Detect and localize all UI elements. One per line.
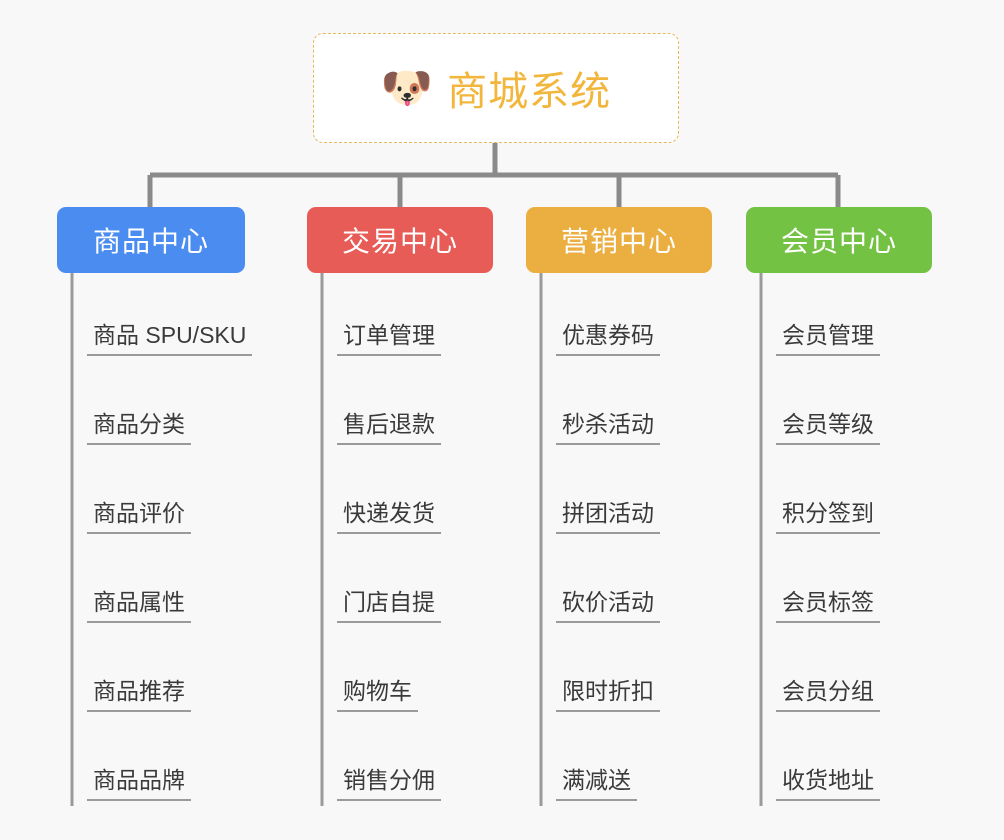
list-item[interactable]: 售后退款: [307, 362, 493, 451]
list-item[interactable]: 满减送: [526, 718, 712, 807]
leaf-label: 购物车: [337, 672, 418, 712]
leaf-list-3: 会员管理 会员等级 积分签到 会员标签 会员分组 收货地址: [746, 273, 932, 807]
list-item[interactable]: 销售分佣: [307, 718, 493, 807]
list-item[interactable]: 会员管理: [746, 273, 932, 362]
leaf-label: 快递发货: [337, 494, 441, 534]
leaf-label: 会员分组: [776, 672, 880, 712]
leaf-label: 会员等级: [776, 405, 880, 445]
leaf-label: 砍价活动: [556, 583, 660, 623]
list-item[interactable]: 会员标签: [746, 540, 932, 629]
list-item[interactable]: 限时折扣: [526, 629, 712, 718]
branch-title-0: 商品中心: [92, 226, 209, 257]
list-item[interactable]: 商品属性: [57, 540, 245, 629]
branch-header-3[interactable]: 会员中心: [746, 207, 932, 273]
list-item[interactable]: 会员分组: [746, 629, 932, 718]
leaf-list-0: 商品 SPU/SKU 商品分类 商品评价 商品属性 商品推荐 商品品牌: [57, 273, 253, 807]
list-item[interactable]: 商品评价: [57, 451, 245, 540]
list-item[interactable]: 砍价活动: [526, 540, 712, 629]
list-item[interactable]: 商品推荐: [57, 629, 245, 718]
leaf-label: 限时折扣: [556, 672, 660, 712]
list-item[interactable]: 商品 SPU/SKU: [57, 273, 253, 362]
leaf-label: 会员管理: [776, 316, 880, 356]
root-node[interactable]: 🐶 商城系统: [313, 33, 679, 143]
leaf-label: 商品属性: [87, 583, 191, 623]
branch-title-2: 营销中心: [560, 226, 677, 257]
leaf-label: 收货地址: [776, 761, 880, 801]
leaf-label: 销售分佣: [337, 761, 441, 801]
leaf-label: 满减送: [556, 761, 637, 801]
leaf-label: 商品品牌: [87, 761, 191, 801]
list-item[interactable]: 收货地址: [746, 718, 932, 807]
leaf-list-2: 优惠券码 秒杀活动 拼团活动 砍价活动 限时折扣 满减送: [526, 273, 712, 807]
leaf-label: 商品 SPU/SKU: [87, 316, 253, 356]
leaf-label: 商品分类: [87, 405, 191, 445]
branch-header-2[interactable]: 营销中心: [526, 207, 712, 273]
leaf-label: 售后退款: [337, 405, 441, 445]
leaf-label: 秒杀活动: [556, 405, 660, 445]
list-item[interactable]: 快递发货: [307, 451, 493, 540]
list-item[interactable]: 积分签到: [746, 451, 932, 540]
dog-face-icon: 🐶: [380, 64, 434, 111]
list-item[interactable]: 秒杀活动: [526, 362, 712, 451]
list-item[interactable]: 商品分类: [57, 362, 245, 451]
leaf-label: 积分签到: [776, 494, 880, 534]
root-title: 商城系统: [447, 70, 612, 114]
branch-title-1: 交易中心: [341, 226, 458, 257]
list-item[interactable]: 会员等级: [746, 362, 932, 451]
list-item[interactable]: 订单管理: [307, 273, 493, 362]
branch-header-1[interactable]: 交易中心: [307, 207, 493, 273]
leaf-label: 商品推荐: [87, 672, 191, 712]
leaf-label: 门店自提: [337, 583, 441, 623]
leaf-label: 会员标签: [776, 583, 880, 623]
branch-header-0[interactable]: 商品中心: [57, 207, 245, 273]
branch-title-3: 会员中心: [780, 226, 897, 257]
list-item[interactable]: 优惠券码: [526, 273, 712, 362]
list-item[interactable]: 拼团活动: [526, 451, 712, 540]
leaf-label: 商品评价: [87, 494, 191, 534]
leaf-list-1: 订单管理 售后退款 快递发货 门店自提 购物车 销售分佣: [307, 273, 493, 807]
leaf-label: 拼团活动: [556, 494, 660, 534]
list-item[interactable]: 商品品牌: [57, 718, 245, 807]
list-item[interactable]: 购物车: [307, 629, 493, 718]
leaf-label: 订单管理: [337, 316, 441, 356]
leaf-label: 优惠券码: [556, 316, 660, 356]
list-item[interactable]: 门店自提: [307, 540, 493, 629]
